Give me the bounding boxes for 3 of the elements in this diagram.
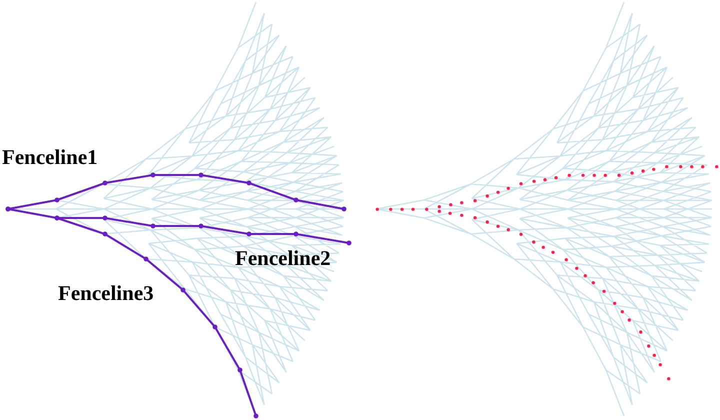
line-label: Fenceline3 <box>58 283 154 304</box>
line-label: Fenceline1 <box>2 147 98 168</box>
line-label: Fenceline2 <box>235 248 331 269</box>
